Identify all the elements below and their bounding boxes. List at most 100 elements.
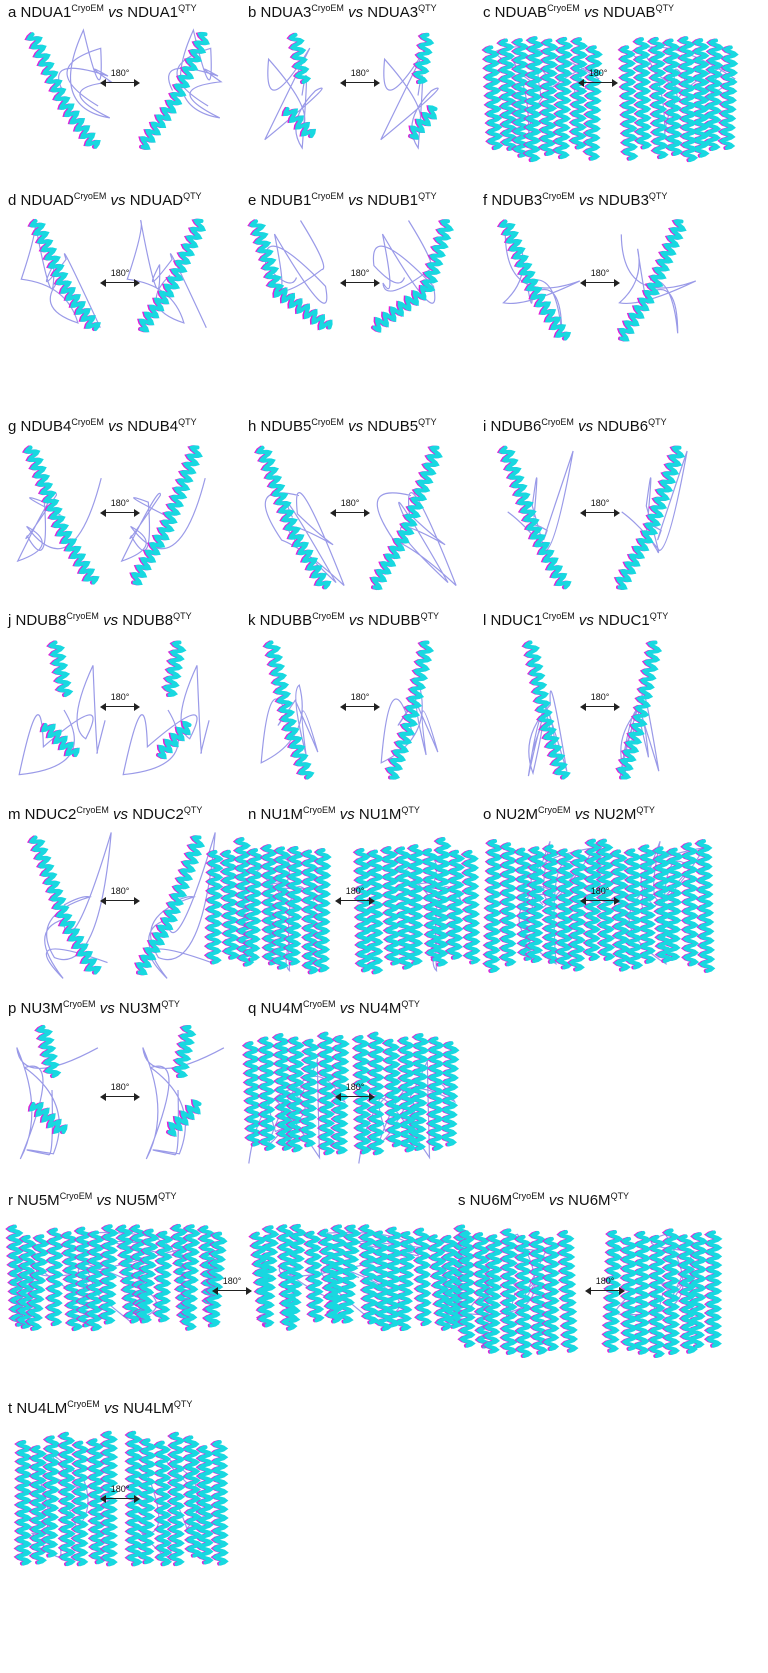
superscript-cryoem: CryoEM <box>73 191 107 201</box>
vs-text: vs <box>113 806 129 823</box>
panel-letter: t <box>8 1400 13 1417</box>
double-arrow-icon <box>100 79 140 87</box>
panel-label: r NU5MCryoEM vs NU5MQTY <box>8 1192 177 1210</box>
rotation-label: 180° <box>590 886 610 896</box>
panel-label: s NU6MCryoEM vs NU6MQTY <box>458 1192 629 1210</box>
double-arrow-icon <box>212 1287 252 1295</box>
protein-name-qty: NDUB8 <box>122 612 174 629</box>
protein-name: NDUB5 <box>260 418 312 435</box>
superscript-qty: QTY <box>183 805 203 815</box>
double-arrow-icon <box>100 897 140 905</box>
rotation-indicator: 180° <box>580 498 620 517</box>
protein-name-qty: NDUB5 <box>367 418 419 435</box>
superscript-qty: QTY <box>636 805 655 815</box>
superscript-cryoem: CryoEM <box>311 3 344 13</box>
rotation-indicator: 180° <box>580 692 620 711</box>
panel-letter: a <box>8 4 17 21</box>
panel-label: l NDUC1CryoEM vs NDUC1QTY <box>483 612 668 630</box>
superscript-qty: QTY <box>649 611 669 621</box>
panel-letter: l <box>483 612 487 629</box>
panel-label: a NDUA1CryoEM vs NDUA1QTY <box>8 4 197 22</box>
panel-label: q NU4MCryoEM vs NU4MQTY <box>248 1000 420 1018</box>
structure-view-front <box>496 445 574 590</box>
superscript-cryoem: CryoEM <box>311 191 344 201</box>
panel-letter: g <box>8 418 17 435</box>
vs-text: vs <box>103 1400 119 1417</box>
rotation-label: 180° <box>110 1484 130 1494</box>
protein-name-qty: NDUB6 <box>597 418 649 435</box>
protein-name-qty: NU5M <box>115 1192 159 1209</box>
structure-view-rotated <box>124 1430 229 1567</box>
rotation-indicator: 180° <box>100 692 140 711</box>
vs-text: vs <box>103 612 119 629</box>
double-arrow-icon <box>580 509 620 517</box>
panel-label: f NDUB3CryoEM vs NDUB3QTY <box>483 192 667 210</box>
rotation-label: 180° <box>110 498 130 508</box>
panel-label: d NDUADCryoEM vs NDUADQTY <box>8 192 202 210</box>
structure-view-front <box>18 640 106 776</box>
protein-name: NDUB8 <box>15 612 67 629</box>
panel-letter: s <box>458 1192 466 1209</box>
rotation-indicator: 180° <box>100 268 140 287</box>
superscript-cryoem: CryoEM <box>542 191 575 201</box>
protein-name-qty: NU1M <box>358 806 402 823</box>
structure-view-rotated <box>126 218 207 333</box>
panel-letter: k <box>248 612 256 629</box>
structure-view-front <box>203 837 332 975</box>
protein-name: NDUAD <box>20 192 74 209</box>
superscript-qty: QTY <box>161 999 180 1009</box>
protein-name-qty: NDUA1 <box>127 4 179 21</box>
superscript-cryoem: CryoEM <box>76 805 109 815</box>
protein-name-qty: NU2M <box>593 806 637 823</box>
double-arrow-icon <box>100 1093 140 1101</box>
vs-text: vs <box>578 612 594 629</box>
vs-text: vs <box>574 806 590 823</box>
superscript-cryoem: CryoEM <box>67 1399 100 1409</box>
vs-text: vs <box>348 612 364 629</box>
protein-name-qty: NDUAB <box>603 4 656 21</box>
structure-view-rotated <box>248 1223 472 1332</box>
protein-name: NDUA1 <box>20 4 72 21</box>
panel-letter: o <box>483 806 492 823</box>
superscript-qty: QTY <box>420 611 440 621</box>
vs-text: vs <box>96 1192 112 1209</box>
double-arrow-icon <box>340 279 380 287</box>
structure-view-front <box>482 838 603 973</box>
rotation-label: 180° <box>222 1276 242 1286</box>
structure-view-front <box>5 1223 228 1332</box>
structure-view-front <box>254 445 345 590</box>
superscript-cryoem: CryoEM <box>541 417 574 427</box>
protein-name: NDUBB <box>259 612 313 629</box>
structure-view-front <box>457 1228 579 1358</box>
panel-label: j NDUB8CryoEM vs NDUB8QTY <box>8 612 192 630</box>
protein-name: NU3M <box>20 1000 64 1017</box>
structure-view-rotated <box>595 838 716 973</box>
panel-letter: b <box>248 4 257 21</box>
structure-view-front <box>16 1025 99 1160</box>
structure-view-front <box>521 640 571 780</box>
structure-view-rotated <box>615 640 663 780</box>
panel-letter: c <box>483 4 491 21</box>
protein-name-qty: NDUA3 <box>367 4 419 21</box>
double-arrow-icon <box>340 79 380 87</box>
rotation-label: 180° <box>588 68 608 78</box>
panel-label: c NDUABCryoEM vs NDUABQTY <box>483 4 674 22</box>
panel-label: o NU2MCryoEM vs NU2MQTY <box>483 806 655 824</box>
rotation-indicator: 180° <box>100 1082 140 1101</box>
superscript-cryoem: CryoEM <box>538 805 571 815</box>
superscript-cryoem: CryoEM <box>63 999 96 1009</box>
superscript-qty: QTY <box>401 805 420 815</box>
panel-letter: j <box>8 612 12 629</box>
structure-view-rotated <box>134 832 216 979</box>
superscript-qty: QTY <box>173 1399 193 1409</box>
protein-name: NDUB3 <box>491 192 543 209</box>
superscript-qty: QTY <box>655 3 675 13</box>
vs-text: vs <box>348 418 364 435</box>
superscript-qty: QTY <box>178 417 197 427</box>
protein-name-qty: NDUB1 <box>367 192 419 209</box>
panel-label: p NU3MCryoEM vs NU3MQTY <box>8 1000 180 1018</box>
vs-text: vs <box>108 418 124 435</box>
protein-name-qty: NU6M <box>568 1192 611 1209</box>
protein-name: NU4M <box>260 1000 304 1017</box>
rotation-indicator: 180° <box>100 498 140 517</box>
